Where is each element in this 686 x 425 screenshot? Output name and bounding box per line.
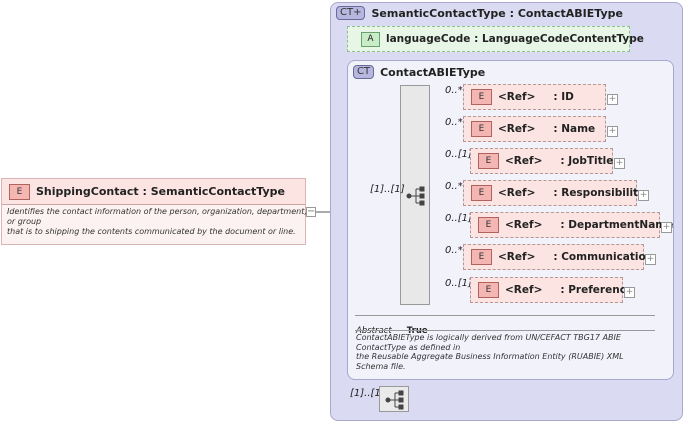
element-name-label: : Responsibility [553,187,645,199]
abstract-property: Abstract True [356,318,428,337]
element-icon: E [478,282,499,298]
element-cardinality: 0..[1] [445,149,472,160]
element-icon: E [471,249,492,265]
element-cardinality: 0..* [445,181,463,192]
doc-line: ContactType as defined in [356,342,461,352]
element-ref: <Ref> [498,251,536,263]
element-icon: E [471,121,492,137]
shipping-contact-documentation: Identifies the contact information of th… [7,207,307,237]
expand-icon[interactable]: + [614,158,625,169]
element-ref: <Ref> [498,91,536,103]
shipping-contact-element[interactable]: E ShippingContact : SemanticContactType … [1,178,307,245]
attribute-language-code[interactable]: A languageCode : LanguageCodeContentType [347,26,644,52]
outer-type-header: CT+ SemanticContactType : ContactABIETyp… [336,6,623,20]
doc-line: Identifies the contact information of th… [7,207,307,216]
element-name-label: : Communication [553,251,654,263]
attribute-label: languageCode : LanguageCodeContentType [386,33,644,45]
inner-type-header: CT ContactABIEType [353,65,485,79]
sequence-compositor[interactable] [400,85,430,305]
shipping-contact-title: ShippingContact : SemanticContactType [36,185,285,198]
element-icon: E [478,217,499,233]
doc-line: Schema file. [356,361,406,371]
expand-icon[interactable]: + [661,222,672,233]
element-name-label: : Preference [560,284,634,296]
element-department-name[interactable]: E <Ref> : DepartmentName [470,212,673,238]
element-name[interactable]: E <Ref> : Name [463,116,606,142]
expand-icon[interactable]: + [645,254,656,265]
outer-sequence-compositor[interactable] [379,386,409,412]
complex-type-icon: CT+ [336,6,366,20]
expand-icon[interactable]: + [638,190,649,201]
doc-line: or group [7,217,42,226]
element-ref: <Ref> [505,219,543,231]
element-ref: <Ref> [498,123,536,135]
inner-type-title[interactable]: ContactABIEType [380,65,486,79]
divider [355,315,655,316]
element-ref: <Ref> [505,155,543,167]
sequence-icon [406,186,425,206]
expand-icon[interactable]: + [607,126,618,137]
element-name-label: : JobTitle [560,155,614,167]
shipping-contact-header: E ShippingContact : SemanticContactType [2,179,305,205]
complex-type-documentation: ContactABIEType is logically derived fro… [356,333,624,371]
element-name-label: : Name [553,123,596,135]
doc-line: the Reusable Aggregate Business Informat… [356,352,624,361]
element-icon: E [9,183,30,200]
doc-line: that is to shipping the contents communi… [7,227,296,236]
expand-icon[interactable]: + [624,287,635,298]
element-icon: E [478,153,499,169]
outer-type-title[interactable]: SemanticContactType : ContactABIEType [371,6,623,20]
element-responsibility[interactable]: E <Ref> : Responsibility [463,180,645,206]
element-id[interactable]: E <Ref> : ID [463,84,606,110]
element-icon: E [471,89,492,105]
abstract-value: True [406,326,428,336]
element-ref: <Ref> [505,284,543,296]
element-ref: <Ref> [498,187,536,199]
element-cardinality: 0..[1] [445,278,472,289]
collapse-icon[interactable]: − [306,206,316,217]
doc-line: ContactABIEType is logically derived fro… [356,333,621,342]
element-communication[interactable]: E <Ref> : Communication [463,244,653,270]
sequence-cardinality: [1]..[1] [370,184,405,195]
expand-icon[interactable]: + [607,94,618,105]
element-cardinality: 0..* [445,85,463,96]
element-icon: E [471,185,492,201]
element-cardinality: 0..* [445,245,463,256]
element-cardinality: 0..* [445,117,463,128]
sequence-icon [385,390,404,410]
divider [355,330,655,331]
element-cardinality: 0..[1] [445,213,472,224]
outer-sequence-cardinality: [1]..[1] [350,388,385,399]
element-job-title[interactable]: E <Ref> : JobTitle [470,148,613,174]
element-name: : ID [553,91,574,103]
complex-type-icon: CT [353,65,375,79]
element-name-label: : DepartmentName [560,219,674,231]
attribute-icon: A [361,31,380,47]
element-preference[interactable]: E <Ref> : Preference [470,277,633,303]
abstract-label: Abstract [356,326,392,336]
